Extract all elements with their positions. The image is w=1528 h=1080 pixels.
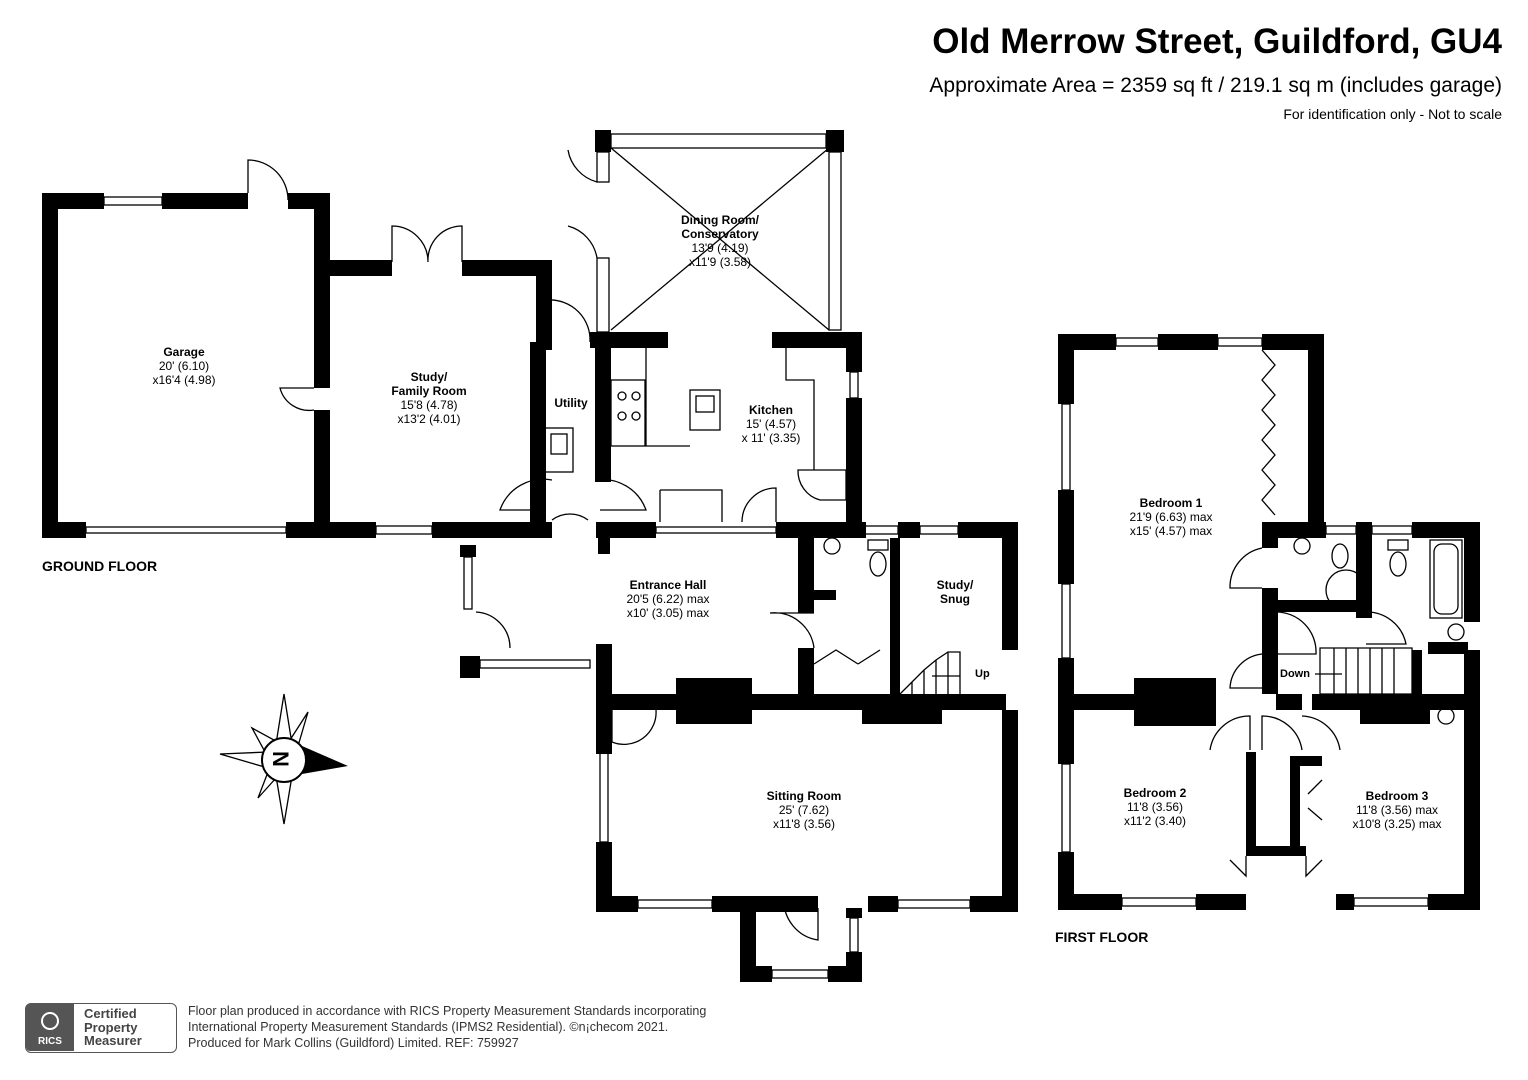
approximate-area: Approximate Area = 2359 sq ft / 219.1 sq…	[929, 74, 1502, 97]
room-name: Bedroom 2	[1123, 786, 1187, 800]
certification-text: Certified Property Measurer	[84, 1007, 142, 1048]
property-title: Old Merrow Street, Guildford, GU4	[932, 22, 1502, 61]
footer-notes: Floor plan produced in accordance with R…	[188, 1003, 706, 1051]
room-sitting-room: Sitting Room 25' (7.62) x11'8 (3.56)	[767, 789, 842, 831]
room-dimension: x11'2 (3.40)	[1123, 814, 1187, 828]
room-dimension: x10'8 (3.25) max	[1352, 817, 1442, 831]
cert-line: Measurer	[84, 1033, 142, 1048]
room-name: Utility	[554, 396, 588, 410]
room-dimension: x11'8 (3.56)	[772, 817, 836, 831]
room-name: Bedroom 3	[1365, 789, 1429, 803]
room-kitchen: Kitchen 15' (4.57) x 11' (3.35)	[742, 403, 801, 445]
rics-logo-text: RICS	[38, 1036, 62, 1047]
stairs-down-label: Down	[1280, 668, 1310, 680]
rics-logo-icon: RICS	[26, 1004, 74, 1051]
room-name: Sitting Room	[766, 789, 842, 803]
room-name: Garage	[163, 345, 205, 359]
room-bedroom-3: Bedroom 3 11'8 (3.56) max x10'8 (3.25) m…	[1353, 789, 1442, 831]
compass-north-label: N	[267, 751, 293, 767]
footer-line: International Property Measurement Stand…	[188, 1020, 669, 1034]
footer-line: Produced for Mark Collins (Guildford) Li…	[188, 1036, 519, 1050]
windows-and-doors	[85, 133, 1465, 979]
walls-ground-floor	[42, 130, 1018, 982]
room-name: Snug	[939, 592, 970, 606]
ground-floor-label: GROUND FLOOR	[42, 558, 158, 574]
stairs-up-label: Up	[975, 668, 990, 680]
room-dimension: 20'5 (6.22) max	[626, 592, 710, 606]
room-name: Entrance Hall	[629, 578, 707, 592]
room-name: Study/	[410, 370, 448, 384]
room-dimension: x10' (3.05) max	[626, 606, 710, 620]
room-dimension: x13'2 (4.01)	[397, 412, 461, 426]
room-dimension: 15'8 (4.78)	[400, 398, 458, 412]
disclaimer-text: For identification only - Not to scale	[1283, 106, 1502, 122]
room-bedroom-2: Bedroom 2 11'8 (3.56) x11'2 (3.40)	[1124, 786, 1187, 828]
room-name: Dining Room/	[681, 213, 759, 227]
walls-first-floor	[1058, 334, 1480, 910]
room-entrance-hall: Entrance Hall 20'5 (6.22) max x10' (3.05…	[627, 578, 710, 620]
room-name: Family Room	[391, 384, 467, 398]
footer-line: Floor plan produced in accordance with R…	[188, 1004, 707, 1018]
room-study-snug: Study/ Snug	[937, 578, 974, 606]
room-dimension: 15' (4.57)	[745, 417, 797, 431]
cert-line: Property	[84, 1019, 138, 1035]
room-dimension: 13'9 (4.19)	[691, 241, 749, 255]
cert-line: Certified	[84, 1006, 137, 1021]
room-name: Study/	[936, 578, 974, 592]
room-dimension: x 11' (3.35)	[741, 431, 801, 445]
room-dimension: 21'9 (6.63) max	[1129, 510, 1213, 524]
room-name: Conservatory	[681, 227, 759, 241]
room-garage: Garage 20' (6.10) x16'4 (4.98)	[153, 345, 216, 387]
room-study-family: Study/ Family Room 15'8 (4.78) x13'2 (4.…	[391, 370, 466, 426]
room-name: Kitchen	[748, 403, 794, 417]
room-bedroom-1: Bedroom 1 21'9 (6.63) max x15' (4.57) ma…	[1130, 496, 1213, 538]
room-dimension: 25' (7.62)	[778, 803, 830, 817]
rics-certified-badge: RICS Certified Property Measurer	[25, 1003, 177, 1053]
room-dimension: 11'8 (3.56) max	[1355, 803, 1439, 817]
room-dimension: x16'4 (4.98)	[152, 373, 216, 387]
room-dining-conservatory: Dining Room/ Conservatory 13'9 (4.19) x1…	[681, 213, 759, 269]
room-utility: Utility	[554, 396, 587, 410]
room-dimension: 20' (6.10)	[158, 359, 210, 373]
compass-rose-icon	[219, 693, 348, 825]
room-name: Bedroom 1	[1139, 496, 1203, 510]
room-dimension: 11'8 (3.56)	[1126, 800, 1184, 814]
first-floor-label: FIRST FLOOR	[1055, 929, 1149, 945]
room-dimension: x15' (4.57) max	[1129, 524, 1213, 538]
room-dimension: x11'9 (3.58)	[688, 255, 752, 269]
